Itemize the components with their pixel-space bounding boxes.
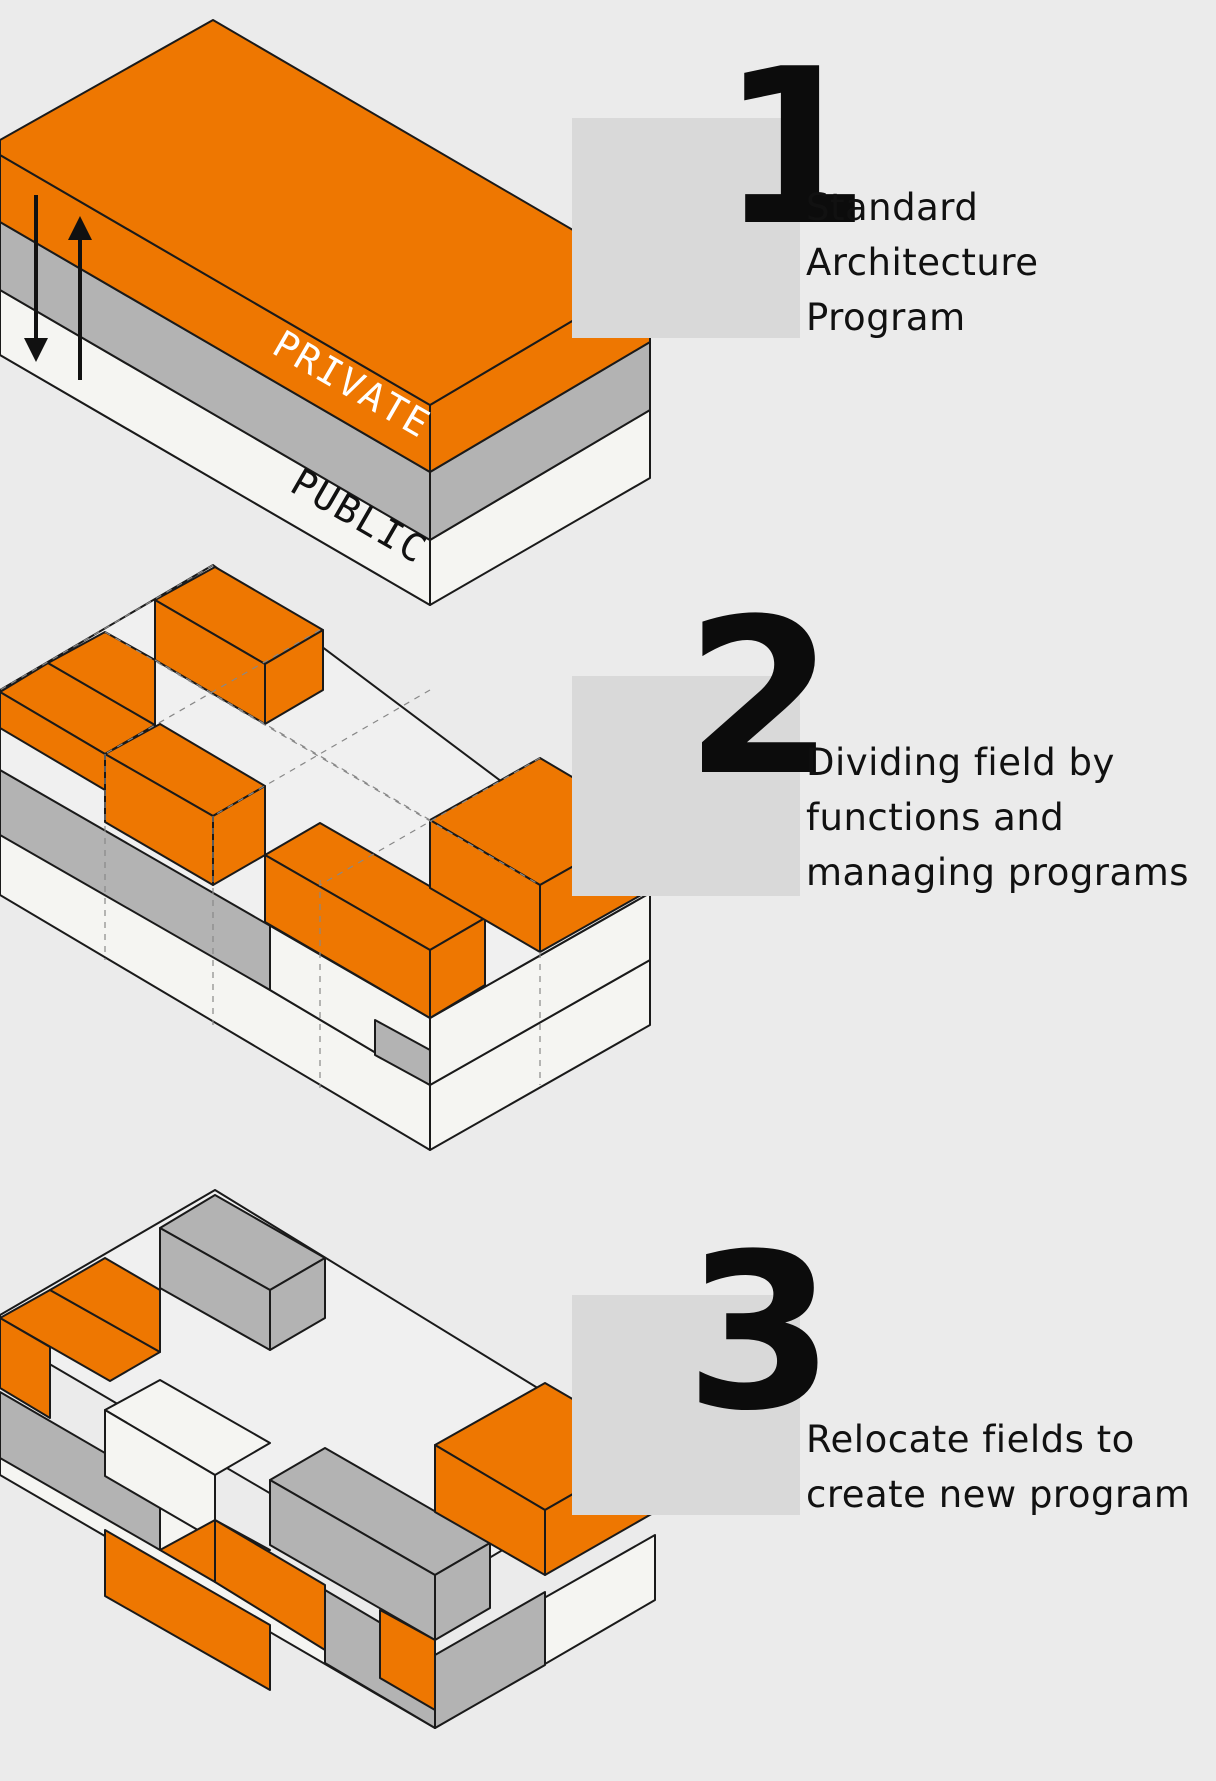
step-3-line-2: create new program [806,1473,1191,1516]
block-3-orange-lower-front [214,1519,326,1651]
step-2-line-3: managing programs [806,851,1190,894]
block-3-orange-left-front [0,1317,51,1419]
step-2-line-2: functions and [806,796,1065,839]
step-2-line-1: Dividing field by [806,741,1115,784]
block-2-grid-lines [0,564,541,1088]
block-3-base-orange [104,1529,271,1691]
block-3-gray-centre-right [434,1542,491,1641]
block-1-private-top-face [0,19,651,406]
step-1-label-box [572,118,800,338]
up-down-arrows-icon [24,195,92,380]
block-3-orange-left-top2 [49,1257,161,1353]
step-2-number: 2 [685,572,835,823]
step-1-line-1: Standard [806,186,979,229]
step-1-line-3: Program [806,296,966,339]
step-1-description: Standard Architecture Program [806,180,1039,345]
block-3-gray-box-right [269,1257,326,1351]
block-3-relocated-fields [0,1189,656,1729]
step-3-line-1: Relocate fields to [806,1418,1135,1461]
step-3-label-box [572,1295,800,1515]
step-2-description: Dividing field by functions and managing… [806,735,1189,900]
step-3-description: Relocate fields to create new program [806,1412,1190,1522]
step-3-number: 3 [685,1207,835,1458]
block-2-divided-field [0,564,651,1151]
block-2-module-d-right [429,917,486,1019]
block-2-module-a-front [154,599,266,725]
step-1-number: 1 [720,22,870,273]
step-2-label-box [572,676,800,896]
block-3-orange-centre [379,1609,436,1711]
step-1-line-2: Architecture [806,241,1039,284]
